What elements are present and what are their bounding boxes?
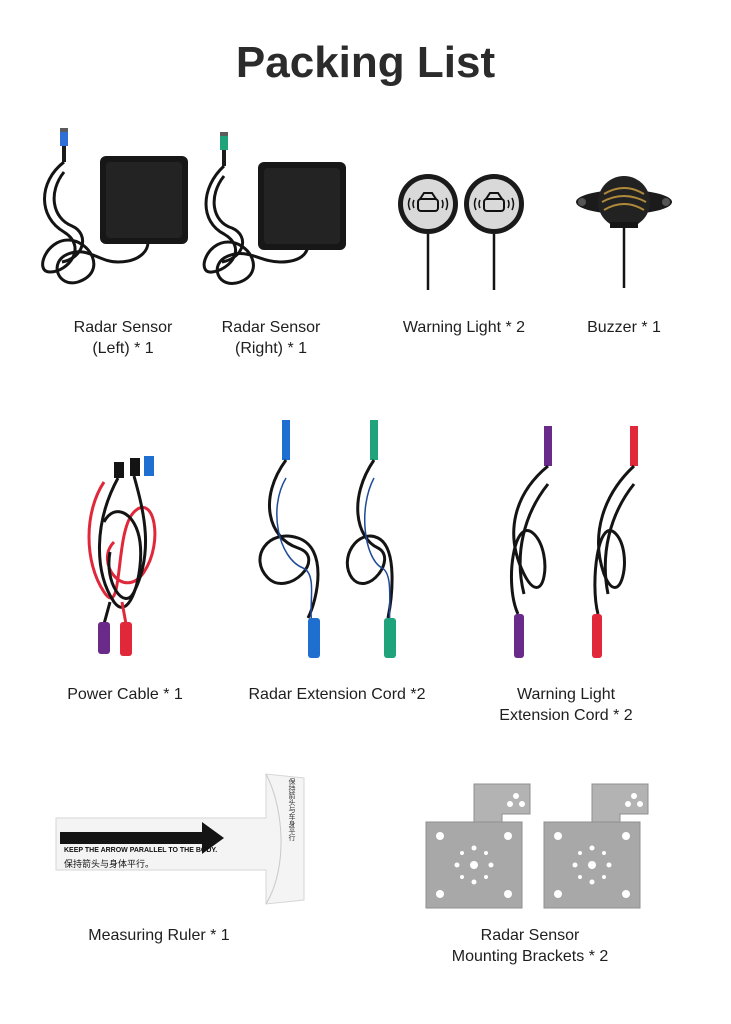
caption-warning-light: Warning Light * 2 (402, 319, 526, 336)
ruler-text-en: KEEP THE ARROW PARALLEL TO THE BODY. (64, 847, 218, 854)
warning-light-extension-cord-image (509, 426, 638, 658)
radar-sensor-left-image (41, 128, 188, 285)
power-cable-image (87, 456, 157, 656)
ruler-text-cn: 保持箭头与身体平行。 (64, 859, 155, 869)
radar-sensor-right-image (202, 132, 346, 285)
page-title: Packing List (235, 38, 496, 87)
caption-radar-extension-cord: Radar Extension Cord *2 (248, 686, 426, 703)
measuring-ruler-image: KEEP THE ARROW PARALLEL TO THE BODY. 保持箭… (54, 768, 314, 908)
radar-extension-cord-image (258, 420, 396, 658)
ruler-text-side: 保持箭头与车身平行 (288, 778, 295, 841)
caption-measuring-ruler: Measuring Ruler * 1 (88, 927, 230, 944)
caption-buzzer: Buzzer * 1 (587, 319, 661, 336)
caption-power-cable: Power Cable * 1 (67, 686, 183, 703)
caption-radar-sensor-right: Radar Sensor(Right) * 1 (221, 319, 321, 357)
caption-radar-sensor-left: Radar Sensor(Left) * 1 (73, 319, 173, 357)
buzzer-image (576, 176, 672, 288)
warning-light-image (398, 174, 524, 290)
radar-sensor-mounting-brackets-image (425, 783, 649, 909)
